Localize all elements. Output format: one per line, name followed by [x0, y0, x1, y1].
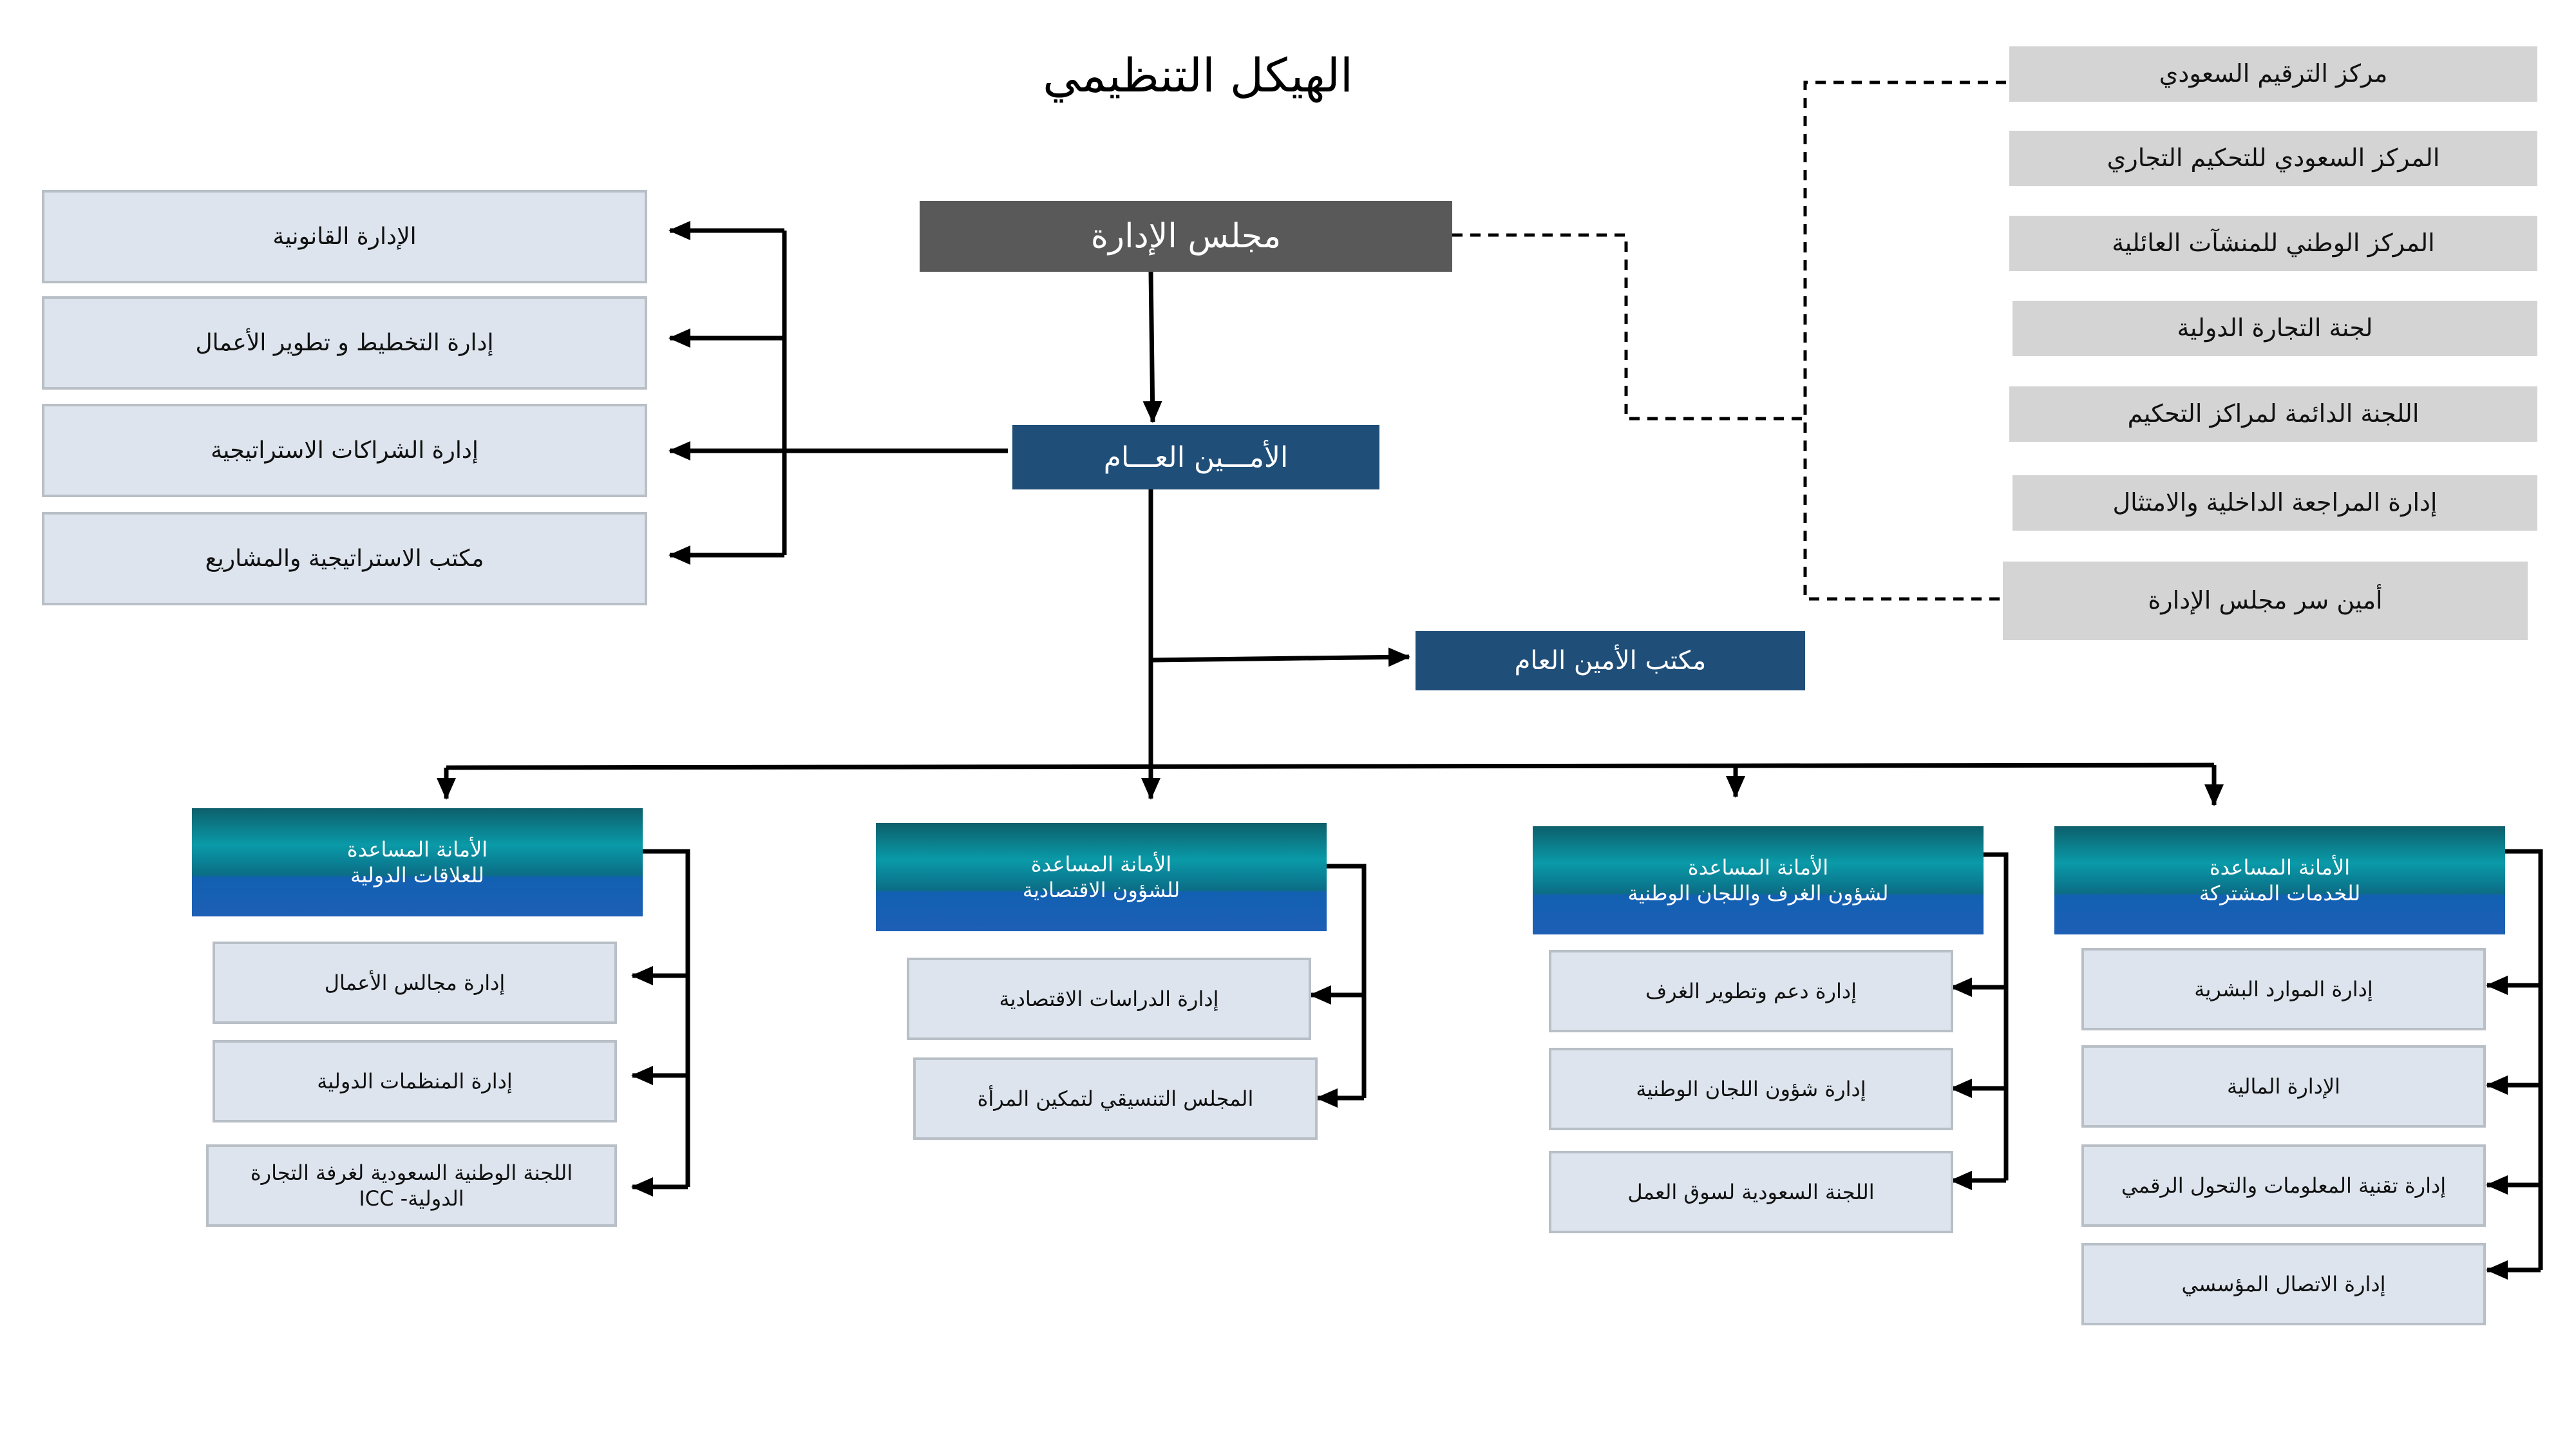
- assistant-subtitle: للعلاقات الدولية: [350, 863, 484, 887]
- assistant-title: الأمانة المساعدة: [2209, 855, 2351, 880]
- secretary-general-box: الأمـــين العـــام: [1012, 425, 1379, 489]
- department-label: إدارة شؤون اللجان الوطنية: [1636, 1077, 1866, 1101]
- assistant-title: الأمانة المساعدة: [346, 837, 488, 862]
- department-label: إدارة تقنية المعلومات والتحول الرقمي: [2121, 1173, 2447, 1198]
- secretary-general-label: الأمـــين العـــام: [1103, 440, 1289, 474]
- assistant-secretariat-header: الأمانة المساعدة للشؤون الاقتصادية: [876, 823, 1327, 931]
- left-unit-box: الإدارة القانونية: [42, 190, 647, 283]
- board-unit-box: المركز الوطني للمنشآت العائلية: [2009, 216, 2537, 271]
- left-unit-label: مكتب الاستراتيجية والمشاريع: [205, 545, 484, 572]
- department-label: إدارة الدراسات الاقتصادية: [999, 987, 1219, 1011]
- left-unit-box: إدارة الشراكات الاستراتيجية: [42, 404, 647, 497]
- assistant-secretariat-header: الأمانة المساعدة لشؤون الغرف واللجان الو…: [1533, 826, 1984, 934]
- department-box: إدارة الدراسات الاقتصادية: [907, 958, 1311, 1040]
- department-label: اللجنة السعودية لسوق العمل: [1627, 1180, 1875, 1204]
- board-unit-box: المركز السعودي للتحكيم التجاري: [2009, 131, 2537, 186]
- left-unit-label: إدارة التخطيط و تطوير الأعمال: [195, 330, 494, 356]
- department-label: إدارة الموارد البشرية: [2194, 977, 2373, 1001]
- department-box: إدارة تقنية المعلومات والتحول الرقمي: [2081, 1144, 2486, 1227]
- left-unit-label: إدارة الشراكات الاستراتيجية: [211, 437, 478, 464]
- board-label: مجلس الإدارة: [1090, 216, 1282, 256]
- left-unit-label: الإدارة القانونية: [272, 223, 417, 250]
- department-label: إدارة المنظمات الدولية: [317, 1069, 513, 1094]
- department-box: إدارة الاتصال المؤسسي: [2081, 1243, 2486, 1325]
- department-label: المجلس التنسيقي لتمكين المرأة: [977, 1086, 1254, 1111]
- department-box: المجلس التنسيقي لتمكين المرأة: [913, 1057, 1318, 1140]
- board-unit-box: لجنة التجارة الدولية: [2012, 301, 2537, 356]
- department-box: اللجنة السعودية لسوق العمل: [1549, 1151, 1953, 1233]
- left-unit-box: إدارة التخطيط و تطوير الأعمال: [42, 296, 647, 390]
- department-label: إدارة مجالس الأعمال: [324, 971, 506, 995]
- left-unit-box: مكتب الاستراتيجية والمشاريع: [42, 512, 647, 605]
- board-unit-label: اللجنة الدائمة لمراكز التحكيم: [2127, 399, 2420, 428]
- department-box: إدارة مجالس الأعمال: [213, 942, 617, 1024]
- department-label: إدارة دعم وتطوير الغرف: [1645, 979, 1857, 1003]
- assistant-title: الأمانة المساعدة: [1030, 852, 1172, 876]
- department-box: الإدارة المالية: [2081, 1045, 2486, 1128]
- assistant-subtitle: لشؤون الغرف واللجان الوطنية: [1627, 881, 1889, 905]
- board-unit-label: أمين سر مجلس الإدارة: [2148, 586, 2383, 615]
- board-unit-label: لجنة التجارة الدولية: [2177, 314, 2373, 343]
- board-unit-box: إدارة المراجعة الداخلية والامتثال: [2012, 475, 2537, 531]
- board-unit-label: إدارة المراجعة الداخلية والامتثال: [2112, 488, 2438, 517]
- assistant-subtitle: للخدمات المشتركة: [2199, 881, 2361, 905]
- board-unit-box: أمين سر مجلس الإدارة: [2003, 562, 2528, 640]
- department-box: إدارة دعم وتطوير الغرف: [1549, 950, 1953, 1032]
- assistant-title: الأمانة المساعدة: [1687, 855, 1829, 880]
- department-box: إدارة شؤون اللجان الوطنية: [1549, 1048, 1953, 1130]
- assistant-subtitle: للشؤون الاقتصادية: [1022, 878, 1180, 902]
- department-box: إدارة الموارد البشرية: [2081, 948, 2486, 1030]
- board-of-directors-box: مجلس الإدارة: [920, 201, 1452, 272]
- department-label: إدارة الاتصال المؤسسي: [2181, 1272, 2386, 1296]
- sg-office-label: مكتب الأمين العام: [1514, 646, 1707, 676]
- chart-title: الهيكل التنظيمي: [1043, 48, 1353, 102]
- assistant-secretariat-header: الأمانة المساعدة للعلاقات الدولية: [192, 808, 643, 916]
- board-unit-label: مركز الترقيم السعودي: [2159, 59, 2388, 88]
- department-box: اللجنة الوطنية السعودية لغرفة التجارة ال…: [206, 1144, 617, 1227]
- sg-office-box: مكتب الأمين العام: [1416, 631, 1805, 690]
- board-unit-box: اللجنة الدائمة لمراكز التحكيم: [2009, 386, 2537, 442]
- board-unit-label: المركز الوطني للمنشآت العائلية: [2112, 229, 2435, 258]
- department-label: الإدارة المالية: [2226, 1074, 2341, 1099]
- department-label: اللجنة الوطنية السعودية لغرفة التجارة ال…: [250, 1160, 573, 1211]
- board-unit-label: المركز السعودي للتحكيم التجاري: [2107, 144, 2440, 173]
- board-unit-box: مركز الترقيم السعودي: [2009, 46, 2537, 102]
- assistant-secretariat-header: الأمانة المساعدة للخدمات المشتركة: [2054, 826, 2505, 934]
- department-box: إدارة المنظمات الدولية: [213, 1040, 617, 1122]
